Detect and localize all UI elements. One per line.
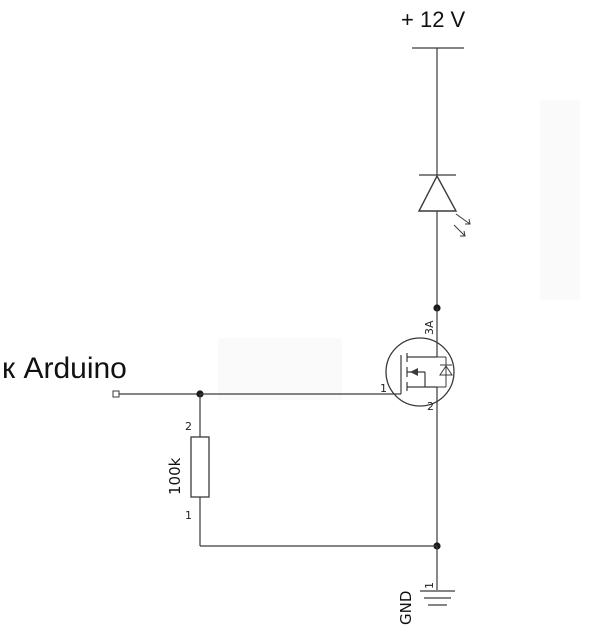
resistor-top-pin-label: 2	[185, 420, 192, 433]
led-diode	[417, 174, 471, 237]
led-emission-arrowhead-2	[460, 230, 466, 237]
pulldown-resistor: 2 1 100k	[166, 394, 210, 546]
erased-background-marks	[218, 100, 580, 400]
led-emission-arrow-1	[455, 213, 471, 225]
ground-label: GND	[397, 591, 415, 625]
resistor-body	[190, 436, 210, 498]
resistor-bottom-pin-label: 1	[185, 509, 192, 522]
mosfet-drain-pin-label: 3A	[423, 320, 436, 335]
body-diode-triangle	[439, 365, 453, 376]
input-label: к Arduino	[2, 352, 127, 385]
ground-symbol: GND 1	[397, 582, 455, 625]
led-emission-arrow-2	[453, 224, 466, 237]
arduino-input: к Arduino	[2, 352, 200, 398]
resistor-value-label: 100k	[166, 457, 184, 495]
mosfet-arrow	[410, 368, 418, 376]
power-supply-terminal: + 12 V	[401, 7, 466, 49]
mosfet-source-pin-label: 2	[427, 400, 434, 413]
led-triangle	[417, 174, 458, 212]
mosfet-body-circle	[385, 337, 455, 407]
mosfet-gate-pin-label: 1	[380, 382, 387, 395]
supply-label: + 12 V	[401, 7, 466, 32]
mosfet-transistor: 1 2 3A	[380, 320, 455, 413]
led-emission-arrowhead-1	[465, 218, 471, 225]
ground-pin-label: 1	[423, 582, 436, 589]
input-terminal	[112, 390, 120, 398]
